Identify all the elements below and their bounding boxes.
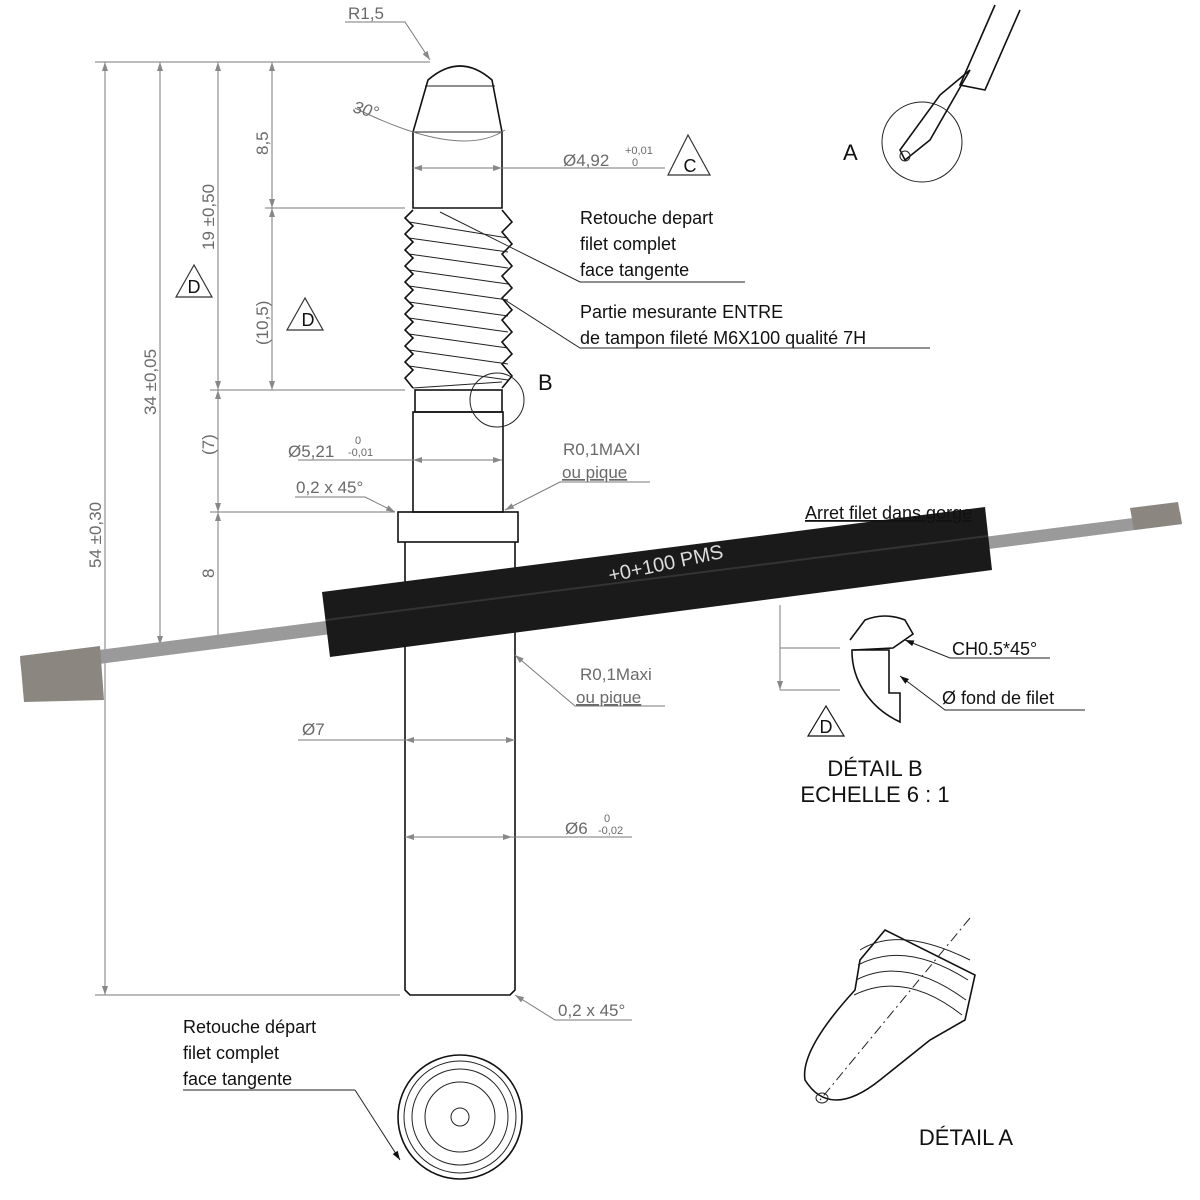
gauge-profile (397, 65, 525, 996)
svg-text:Ø fond de filet: Ø fond de filet (942, 688, 1054, 708)
len-105-label: (10,5) (253, 301, 272, 345)
svg-text:0: 0 (604, 813, 610, 825)
dia-521-label: Ø5,21 (288, 442, 334, 461)
len-7-label: (7) (199, 434, 218, 455)
dimension-texts: R1,5 30° Ø4,92 +0,01 0 8,5 19 ±0,50 (10,… (86, 4, 653, 1020)
handle-photo: +0+100 PMS (20, 502, 1182, 702)
dimension-lines (95, 21, 840, 1021)
detail-b-scale: ECHELLE 6 : 1 (800, 782, 949, 807)
len-54-label: 54 ±0,30 (86, 502, 105, 568)
detail-b-marker: B (538, 370, 553, 395)
thread (403, 209, 514, 389)
dia-6-label: Ø6 (565, 819, 588, 838)
svg-text:+0,01: +0,01 (625, 145, 653, 157)
notes: Retouche depart filet complet face tange… (183, 208, 1054, 1089)
detail-b-circle (469, 372, 525, 428)
svg-text:de tampon fileté M6X100 qualit: de tampon fileté M6X100 qualité 7H (580, 328, 866, 348)
datum-d-2: D (285, 296, 325, 331)
leader-lines (183, 211, 1085, 1161)
detail-b-title: DÉTAIL B (827, 756, 922, 781)
end-view (397, 1054, 523, 1180)
svg-text:R0,1Maxi: R0,1Maxi (580, 665, 652, 684)
svg-text:-0,02: -0,02 (598, 825, 623, 837)
svg-text:Partie mesurante ENTRE: Partie mesurante ENTRE (580, 302, 783, 322)
datum-c: C (667, 133, 712, 176)
dia-7-label: Ø7 (302, 720, 325, 739)
svg-text:Arret filet dans gorge: Arret filet dans gorge (805, 503, 972, 523)
detail-a-title: DÉTAIL A (919, 1125, 1013, 1150)
svg-text:Retouche départ: Retouche départ (183, 1017, 316, 1037)
datum-d-1: D (174, 263, 214, 298)
len-19-label: 19 ±0,50 (199, 184, 218, 250)
svg-text:0: 0 (355, 435, 361, 447)
svg-text:D: D (820, 717, 833, 737)
angle-label: 30° (351, 98, 381, 123)
svg-text:ou pique: ou pique (576, 688, 641, 707)
svg-text:filet complet: filet complet (183, 1043, 279, 1063)
svg-text:ou pique: ou pique (562, 463, 627, 482)
svg-text:-0,01: -0,01 (348, 447, 373, 459)
detail-b-sketch: D (806, 615, 915, 737)
detail-a-sketch (803, 917, 976, 1104)
svg-text:0: 0 (632, 157, 638, 169)
svg-text:Retouche depart: Retouche depart (580, 208, 713, 228)
svg-text:D: D (302, 310, 315, 330)
svg-text:R0,1MAXI: R0,1MAXI (563, 440, 640, 459)
detail-a-marker: A (843, 140, 858, 165)
r-tip-label: R1,5 (348, 4, 384, 23)
svg-text:filet complet: filet complet (580, 234, 676, 254)
svg-text:face tangente: face tangente (580, 260, 689, 280)
thread-end-right (1130, 502, 1182, 530)
len-85-label: 8,5 (253, 131, 272, 155)
len-34-label: 34 ±0,05 (141, 349, 160, 415)
detail-a-marker-sketch (881, 4, 1021, 183)
dia-492-label: Ø4,92 (563, 151, 609, 170)
chamfer-top-label: 0,2 x 45° (296, 478, 363, 497)
svg-text:CH0.5*45°: CH0.5*45° (952, 639, 1037, 659)
len-8-label: 8 (199, 569, 218, 578)
svg-text:C: C (684, 156, 697, 176)
svg-text:face tangente: face tangente (183, 1069, 292, 1089)
chamfer-bottom-label: 0,2 x 45° (558, 1001, 625, 1020)
svg-text:D: D (188, 277, 201, 297)
datum-d-detail: D (806, 704, 846, 737)
thread-end-left (20, 646, 104, 702)
